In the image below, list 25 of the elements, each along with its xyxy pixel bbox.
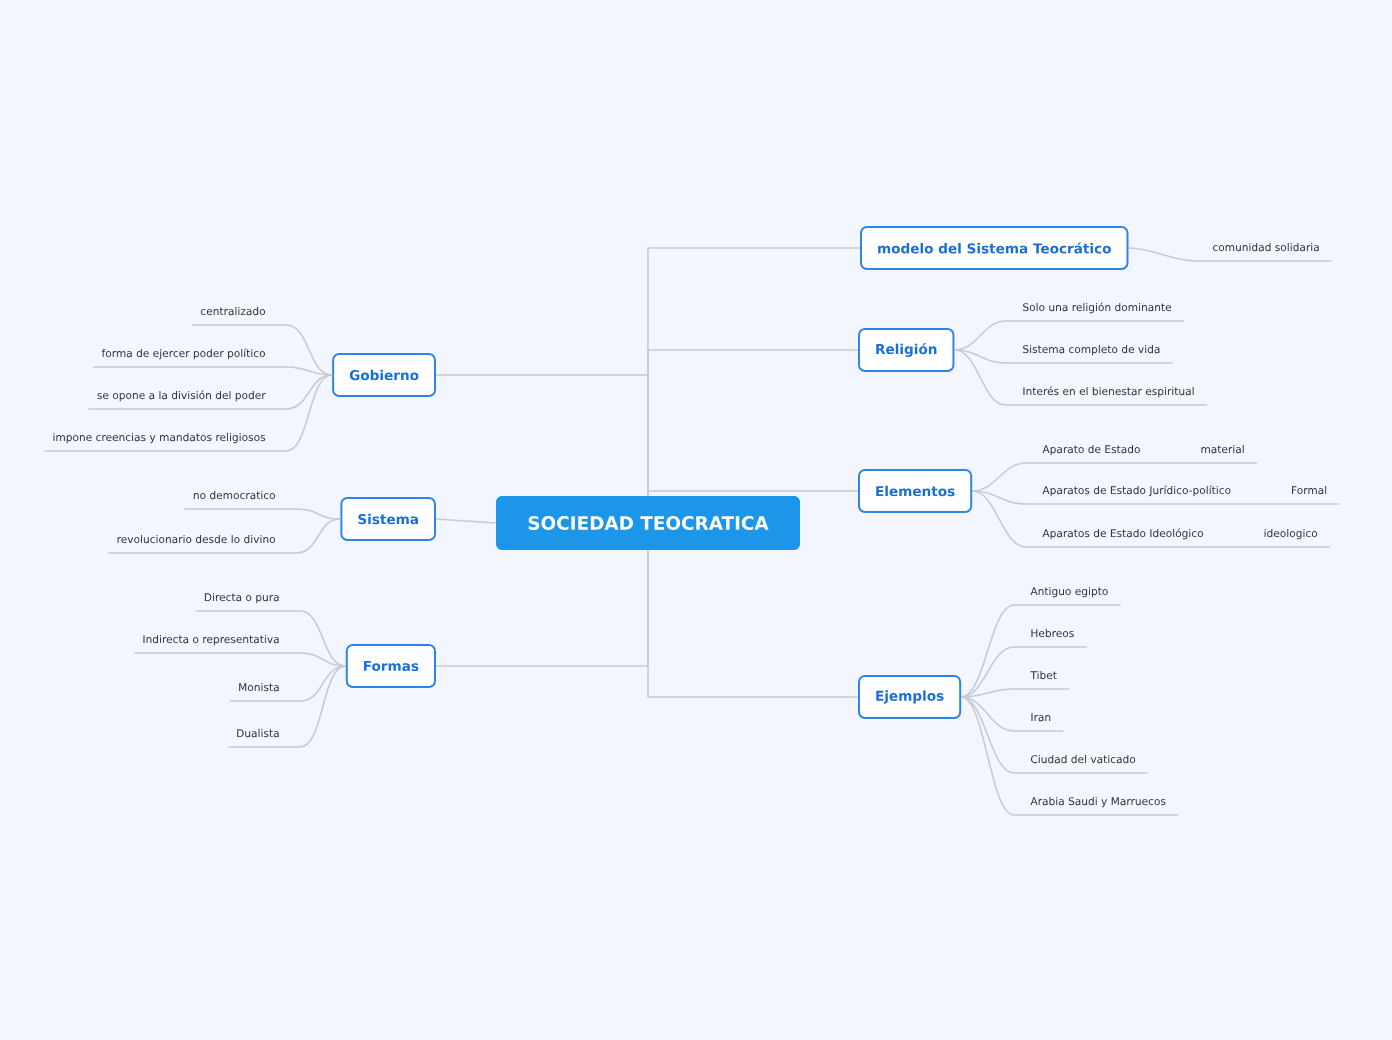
connector (971, 490, 1027, 505)
central-topic-box: SOCIEDAD TEOCRATICA (496, 496, 800, 550)
connector (285, 374, 333, 452)
connector (647, 490, 859, 497)
connector (1127, 247, 1197, 262)
connector (971, 490, 1027, 548)
connector (285, 366, 333, 376)
connector (960, 604, 1015, 698)
connector (435, 549, 649, 667)
connector (299, 652, 347, 667)
connector (971, 462, 1027, 492)
connector (435, 374, 649, 497)
connector (435, 518, 497, 524)
connector (953, 349, 1007, 364)
connector (960, 696, 1015, 816)
connector (295, 518, 342, 554)
connector (285, 324, 333, 376)
connector (953, 320, 1007, 351)
connector (295, 508, 342, 520)
connector (960, 696, 1015, 732)
connector (953, 349, 1007, 406)
connector (299, 665, 347, 748)
connector (285, 374, 333, 410)
connector (299, 665, 347, 702)
connector (299, 610, 347, 667)
